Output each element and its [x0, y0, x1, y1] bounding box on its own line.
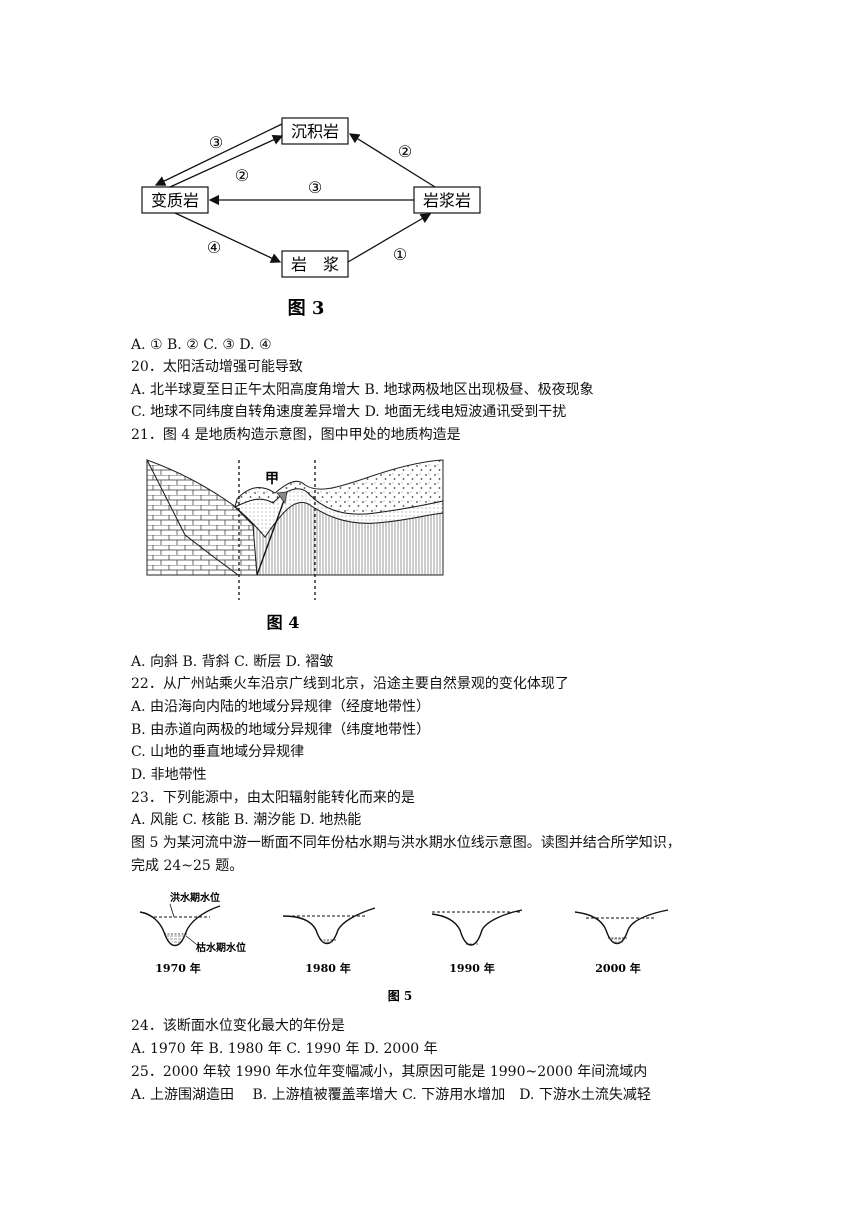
cross-section-1980: 1980 年 [282, 907, 376, 975]
q21-options: A. 向斜 B. 背斜 C. 断层 D. 褶皱 [131, 654, 334, 670]
q22-option-d: D. 非地带性 [131, 767, 207, 783]
arrow-sedimentary-to-metamorphic [154, 123, 283, 186]
box-magma [281, 250, 349, 278]
box-sedimentary-label: 沉积岩 [291, 122, 339, 141]
figure-3-caption: 图 3 [288, 298, 325, 319]
label-circle-4: ④ [207, 238, 221, 257]
q25-options: A. 上游围湖造田 B. 上游植被覆盖率增大 C. 下游用水增加 D. 下游水土… [131, 1087, 651, 1103]
label-circle-2-left: ② [235, 166, 249, 185]
q22-option-a: A. 由沿海向内陆的地域分异规律（经度地带性） [131, 699, 431, 715]
intro-line-2: 完成 24~25 题。 [131, 858, 244, 874]
year-1980: 1980 年 [305, 961, 350, 975]
q21-stem: 21．图 4 是地质构造示意图，图中甲处的地质构造是 [131, 427, 461, 443]
figure-5-caption: 图 5 [388, 989, 413, 1003]
cross-section-2000: 2000 年 [574, 909, 669, 975]
label-circle-2-right: ② [398, 142, 412, 161]
figure-4-caption: 图 4 [267, 613, 300, 632]
flood-label: 洪水期水位 [170, 891, 220, 904]
box-igneous-label: 岩浆岩 [423, 191, 471, 210]
q22-stem: 22．从广州站乘火车沿京广线到北京，沿途主要自然景观的变化体现了 [131, 676, 569, 692]
q23-stem: 23．下列能源中，由太阳辐射能转化而来的是 [131, 790, 415, 806]
grey-wedge [276, 491, 288, 504]
q19-options: A. ① B. ② C. ③ D. ④ [131, 337, 272, 353]
arrow-igneous-to-sedimentary [348, 133, 436, 188]
arrow-metamorphic-to-sedimentary [169, 135, 284, 188]
figure-3-rock-cycle: 沉积岩 变质岩 岩浆岩 岩 浆 ③ ② ② ③ ④ ① 图 3 [141, 117, 481, 319]
arrow-metamorphic-to-magma [174, 212, 282, 263]
q20-options-2: C. 地球不同纬度自转角速度差异增大 D. 地面无线电短波通讯受到干扰 [131, 404, 567, 420]
box-metamorphic [141, 186, 209, 214]
q22-option-c: C. 山地的垂直地域分异规律 [131, 744, 305, 760]
label-circle-3-top: ③ [209, 133, 223, 152]
q22-option-b: B. 由赤道向两极的地域分异规律（纬度地带性） [131, 722, 431, 738]
year-2000: 2000 年 [595, 961, 640, 975]
box-magma-label: 岩 浆 [291, 255, 339, 274]
box-sedimentary [281, 117, 349, 145]
fault-line [256, 491, 288, 576]
label-jia: 甲 [265, 471, 279, 487]
q20-stem: 20．太阳活动增强可能导致 [131, 359, 303, 375]
q24-stem: 24．该断面水位变化最大的年份是 [131, 1018, 345, 1034]
q23-options: A. 风能 C. 核能 B. 潮汐能 D. 地热能 [131, 812, 362, 828]
cross-section-1990: 1990 年 [431, 909, 523, 975]
year-1970: 1970 年 [155, 961, 200, 975]
box-metamorphic-label: 变质岩 [151, 191, 199, 210]
dry-pointer [185, 935, 197, 945]
box-igneous [413, 186, 481, 214]
q25-stem: 25．2000 年较 1990 年水位年变幅减小，其原因可能是 1990~200… [131, 1064, 648, 1080]
dry-label: 枯水期水位 [196, 941, 246, 954]
q20-options-1: A. 北半球夏至日正午太阳高度角增大 B. 地球两极地区出现极昼、极夜现象 [131, 382, 594, 398]
cross-section-1970: 洪水期水位 枯水期水位 1970 年 [139, 891, 246, 975]
flood-pointer [169, 903, 175, 918]
figure-4-geologic-structure: 甲 图 4 [145, 459, 444, 632]
intro-line-1: 图 5 为某河流中游一断面不同年份枯水期与洪水期水位线示意图。读图并结合所学知识… [131, 835, 681, 851]
year-1990: 1990 年 [449, 961, 494, 975]
arrow-magma-to-igneous [347, 213, 432, 263]
figure-5-water-levels: 洪水期水位 枯水期水位 1970 年 1980 年 1990 年 2000 年 … [139, 891, 669, 1003]
q24-options: A. 1970 年 B. 1980 年 C. 1990 年 D. 2000 年 [131, 1041, 438, 1057]
label-circle-3-mid: ③ [308, 178, 322, 197]
label-circle-1: ① [393, 245, 407, 264]
